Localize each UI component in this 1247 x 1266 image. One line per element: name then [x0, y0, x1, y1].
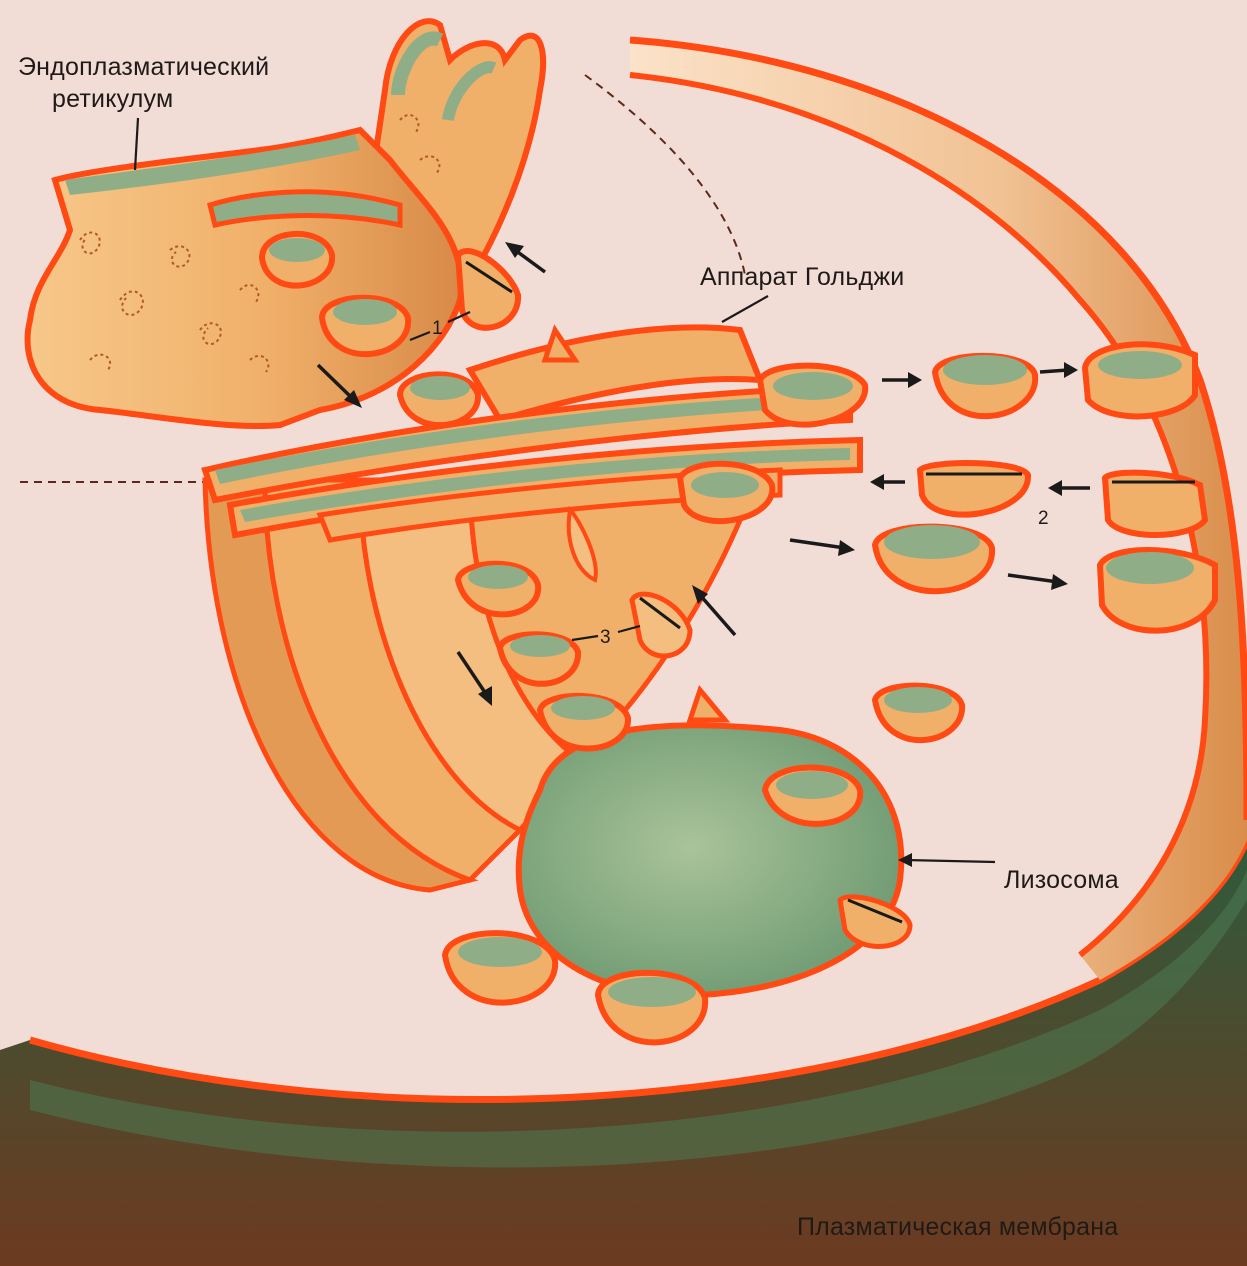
er-main-body — [28, 130, 462, 426]
membrane-pocket-top-lumen — [1098, 351, 1182, 379]
lysosome-body — [519, 725, 902, 995]
label-number-2: 2 — [1038, 508, 1049, 530]
label-number-1: 1 — [432, 318, 443, 340]
lysosome-bud-bottom-left-lumen — [458, 937, 542, 967]
label-lysosome: Лизосома — [1004, 865, 1119, 896]
er-vesicle-budding — [262, 234, 332, 286]
transport-vesicle-er-to-golgi — [322, 298, 408, 354]
lysosome-bud-top-left-lumen — [551, 696, 615, 720]
label-plasma-membrane: Плазматическая мембрана — [797, 1212, 1118, 1243]
lysosome-bud-bottom-lumen — [608, 977, 696, 1007]
golgi-bud-left-top-lumen — [410, 376, 470, 400]
golgi-bud-right-2-lumen — [691, 472, 759, 498]
label-golgi-apparatus: Аппарат Гольджи — [700, 262, 904, 293]
label-endoplasmic-reticulum-line2: ретикулум — [52, 84, 173, 115]
label-endoplasmic-reticulum-line1: Эндоплазматический — [18, 52, 269, 83]
membrane-pocket-bottom-lumen — [1106, 552, 1194, 584]
vesicle-outbound-top — [935, 355, 1035, 416]
lysosome-bud-top-right-lumen — [884, 687, 952, 713]
lysosome-bud-right-lumen — [776, 771, 848, 799]
label-number-3: 3 — [600, 627, 611, 649]
golgi-bud-right-1-lumen — [773, 372, 853, 400]
